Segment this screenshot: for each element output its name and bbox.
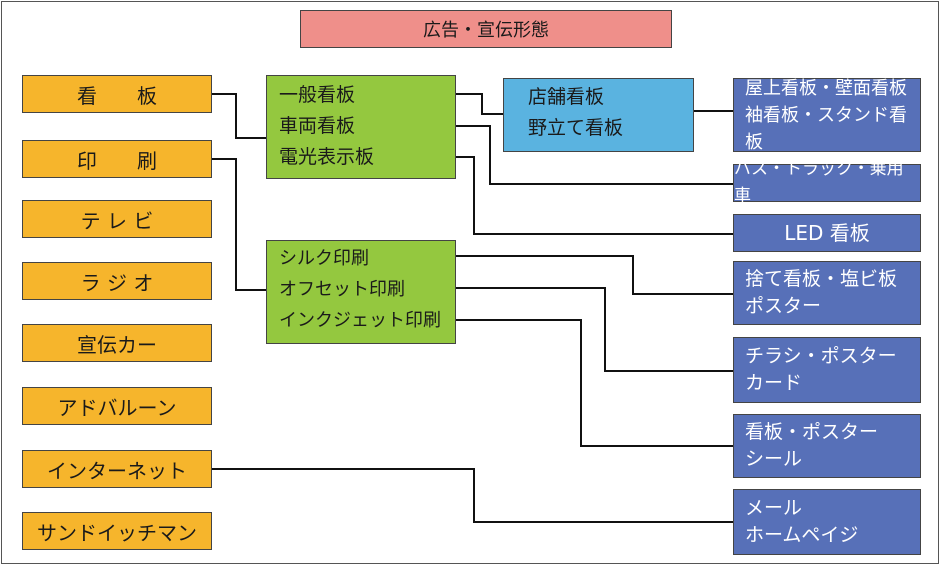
- output-internet-line2: ホームペイジ: [745, 524, 859, 546]
- output-silk-line1: 捨て看板・塩ビ板: [745, 268, 898, 290]
- connector-silk: [446, 255, 733, 295]
- connector-led: [446, 156, 733, 235]
- connector-signboard: [212, 93, 268, 139]
- connector-offset: [446, 287, 733, 372]
- output-internet-line1: メール: [745, 497, 803, 519]
- output-silk-box: 捨て看板・塩ビ板 ポスター: [733, 261, 921, 325]
- output-offset-box: チラシ・ポスター カード: [733, 337, 921, 403]
- output-rooftop-line2: 袖看板・スタンド看板: [745, 104, 907, 153]
- connector-general: [446, 93, 504, 115]
- output-rooftop-line1: 屋上看板・壁面看板: [745, 77, 907, 99]
- media-sandwich-man: サンドイッチマン: [22, 512, 212, 550]
- media-signboard: 看 板: [22, 75, 212, 113]
- general-signboards-box: 店舗看板 野立て看板: [503, 78, 694, 152]
- media-ad-balloon: アドバルーン: [22, 387, 212, 425]
- output-offset-line2: カード: [745, 372, 803, 394]
- output-inkjet-box: 看板・ポスター シール: [733, 414, 921, 478]
- print-types-box: シルク印刷 オフセット印刷 インクジェット印刷: [266, 240, 456, 344]
- signboard-type-electric: 電光表示板: [279, 146, 375, 168]
- output-inkjet-line2: シール: [745, 448, 803, 470]
- output-led-box: LED 看板: [733, 214, 921, 252]
- output-vehicle-box: バス・トラック・乗用車: [733, 159, 921, 206]
- media-tv: テ レ ビ: [22, 200, 212, 238]
- media-internet: インターネット: [22, 450, 212, 488]
- signboard-types-box: 一般看板 車両看板 電光表示板: [266, 75, 456, 179]
- signboard-type-vehicle: 車両看板: [279, 115, 356, 137]
- connector-internet: [212, 468, 733, 523]
- connector-print: [212, 158, 268, 291]
- general-signboard-roadside: 野立て看板: [528, 117, 624, 139]
- print-type-offset: オフセット印刷: [279, 279, 405, 300]
- print-type-inkjet: インクジェット印刷: [279, 310, 441, 331]
- output-vehicle-line1: バス・トラック・乗用車: [734, 159, 904, 206]
- output-inkjet-line1: 看板・ポスター: [745, 421, 879, 443]
- diagram-title: 広告・宣伝形態: [300, 10, 672, 48]
- media-print: 印 刷: [22, 140, 212, 178]
- media-radio: ラ ジ オ: [22, 262, 212, 300]
- output-rooftop-box: 屋上看板・壁面看板 袖看板・スタンド看板: [733, 77, 921, 153]
- output-offset-line1: チラシ・ポスター: [745, 345, 897, 367]
- print-type-silk: シルク印刷: [279, 248, 369, 269]
- output-led-line1: LED 看板: [784, 220, 870, 245]
- general-signboard-store: 店舗看板: [528, 86, 605, 108]
- connector-inkjet: [446, 319, 733, 447]
- connector-vehicle: [446, 125, 733, 185]
- output-internet-box: メール ホームペイジ: [733, 489, 921, 555]
- output-silk-line2: ポスター: [745, 295, 822, 317]
- media-sound-truck: 宣伝カー: [22, 324, 212, 362]
- signboard-type-general: 一般看板: [279, 84, 356, 106]
